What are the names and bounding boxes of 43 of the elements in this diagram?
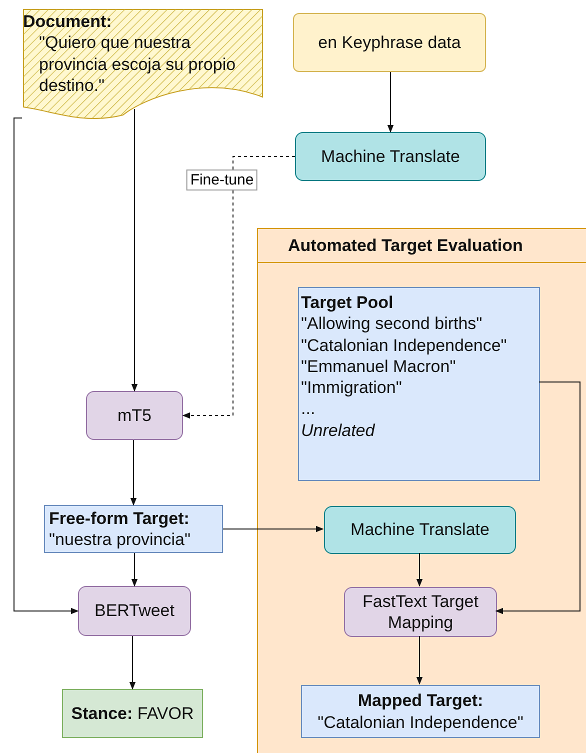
arrow	[131, 108, 138, 392]
node-label: Stance: FAVOR	[71, 702, 194, 724]
target-box	[301, 685, 540, 738]
arrow	[129, 636, 136, 690]
list-entry: ...	[301, 398, 316, 420]
model-box	[86, 391, 183, 440]
model-box	[78, 586, 191, 636]
evaluation-panel	[257, 228, 586, 753]
box-heading: Mapped Target:	[358, 690, 484, 712]
target-box	[44, 505, 223, 553]
data-box	[293, 13, 486, 72]
node-label: en Keyphrase data	[318, 32, 461, 54]
process-box	[324, 506, 516, 554]
node-label: Machine Translate	[350, 519, 490, 541]
node-label: Machine Translate	[321, 146, 460, 168]
arrow	[222, 526, 324, 532]
box-heading: Target Pool	[301, 292, 394, 314]
list-entry: "Catalonian Independence"	[301, 334, 507, 356]
list-entry: Unrelated	[301, 420, 375, 441]
edge-label: Fine-tune	[186, 170, 258, 190]
panel-header: Automated Target Evaluation	[258, 229, 586, 263]
arrow	[495, 382, 580, 614]
target-pool-box	[298, 287, 540, 481]
arrow	[14, 118, 79, 614]
arrow	[387, 72, 394, 133]
arrow	[416, 636, 423, 685]
node-label: mT5	[118, 404, 152, 426]
arrow	[131, 552, 138, 587]
model-box	[344, 587, 497, 637]
list-entry: "nuestra provincia"	[49, 529, 191, 550]
list-entry: "Immigration"	[301, 377, 402, 398]
arrow	[416, 552, 423, 587]
arrow	[130, 440, 137, 506]
document-heading: Document:	[23, 11, 113, 32]
list-entry: "Emmanuel Macron"	[301, 356, 456, 377]
arrow	[182, 156, 296, 419]
list-entry: "Allowing second births"	[301, 313, 482, 334]
process-box	[295, 132, 486, 181]
node-label: FastText Target Mapping	[362, 590, 480, 634]
box-heading: Free-form Target:	[49, 508, 190, 529]
node-label: BERTweet	[94, 600, 174, 622]
list-entry: "Catalonian Independence"	[318, 712, 524, 733]
result-box	[62, 689, 203, 738]
